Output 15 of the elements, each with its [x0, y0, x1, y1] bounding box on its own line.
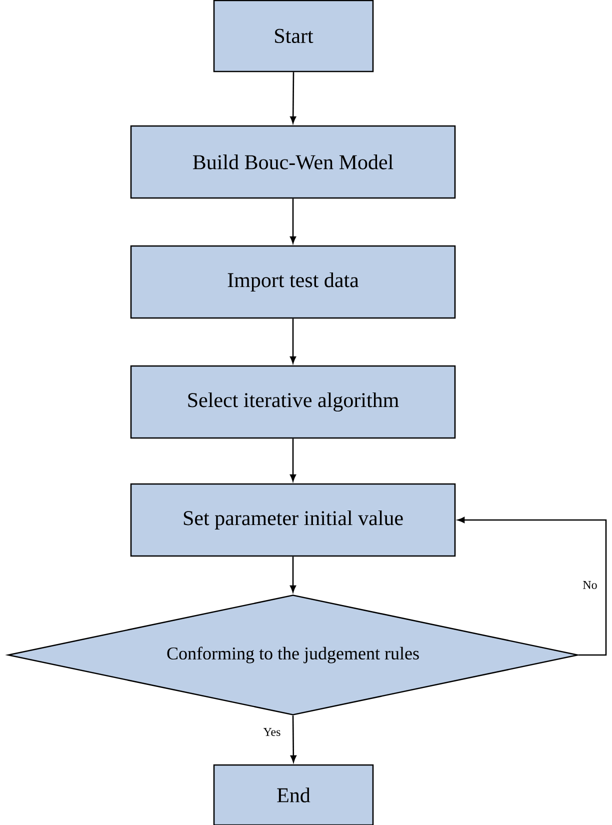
edge-label: No [582, 580, 598, 590]
arrow [290, 438, 296, 482]
process-box: Select iterative algorithm [130, 365, 456, 439]
arrow [290, 716, 296, 762]
edge-label: Yes [262, 727, 282, 737]
process-box: Set parameter initial value [130, 483, 456, 557]
process-box: End [213, 764, 374, 825]
process-box: Start [213, 0, 374, 72]
process-box: Build Bouc-Wen Model [130, 125, 456, 199]
arrow [290, 318, 296, 364]
process-box: Import test data [130, 245, 456, 319]
arrow [290, 556, 296, 592]
arrow [290, 198, 296, 244]
arrow [458, 517, 607, 656]
arrow [290, 72, 296, 124]
